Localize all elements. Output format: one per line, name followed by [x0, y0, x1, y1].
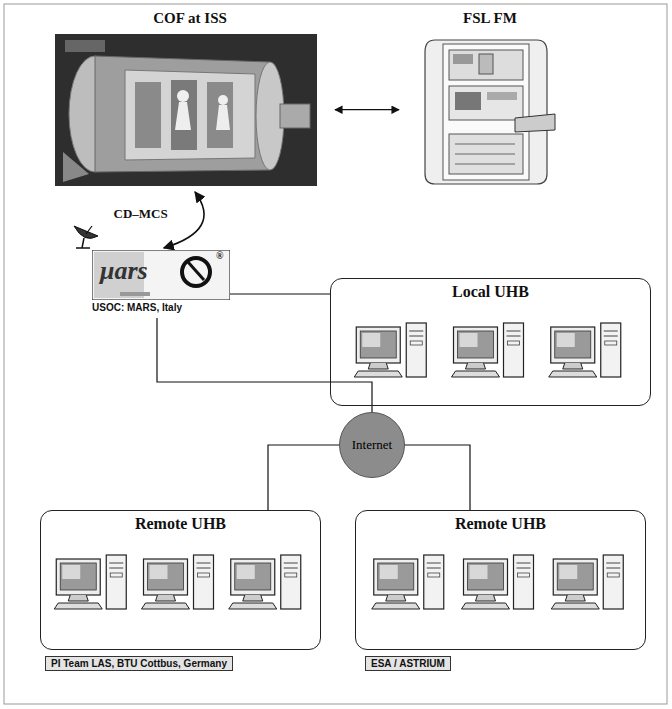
- host-group-box: Remote UHB: [355, 510, 646, 650]
- logo-text: μars: [100, 256, 148, 286]
- trademark-mark: ®: [216, 250, 223, 261]
- hardware-illustration: [415, 34, 557, 186]
- node-title: COF at ISS: [55, 10, 325, 27]
- host-group-box: Local UHB: [330, 278, 651, 406]
- frame: [4, 4, 667, 704]
- site-name: PI Team LAS, BTU Cottbus, Germany: [51, 658, 227, 669]
- control-centre-node: USOC: MARS, Italy μars ®: [92, 250, 230, 316]
- connector: [157, 318, 372, 412]
- site-label-box: PI Team LAS, BTU Cottbus, Germany: [45, 656, 233, 671]
- connector: [335, 109, 399, 110]
- centre-name: USOC: MARS, Italy: [92, 302, 182, 313]
- node-title: Remote UHB: [41, 515, 320, 533]
- node-title: Internet: [352, 437, 392, 453]
- hardware-illustration: [55, 34, 317, 186]
- connector: [268, 445, 339, 510]
- connector: [405, 445, 470, 510]
- node-title: FSL FM: [415, 10, 565, 27]
- site-label-box: ESA / ASTRIUM: [365, 656, 451, 671]
- hardware-picture-node: COF at ISS: [55, 10, 325, 188]
- host-group-box: Remote UHB: [40, 510, 321, 650]
- network-circle: Internet: [339, 412, 405, 478]
- link-label: CD–MCS: [112, 206, 170, 222]
- node-title: Remote UHB: [356, 515, 645, 533]
- hardware-picture-node: FSL FM: [415, 10, 565, 188]
- connector: [230, 293, 330, 294]
- connector: [164, 192, 204, 248]
- site-name: ESA / ASTRIUM: [371, 658, 445, 669]
- satellite-dish: [74, 226, 98, 248]
- node-title: Local UHB: [331, 283, 650, 301]
